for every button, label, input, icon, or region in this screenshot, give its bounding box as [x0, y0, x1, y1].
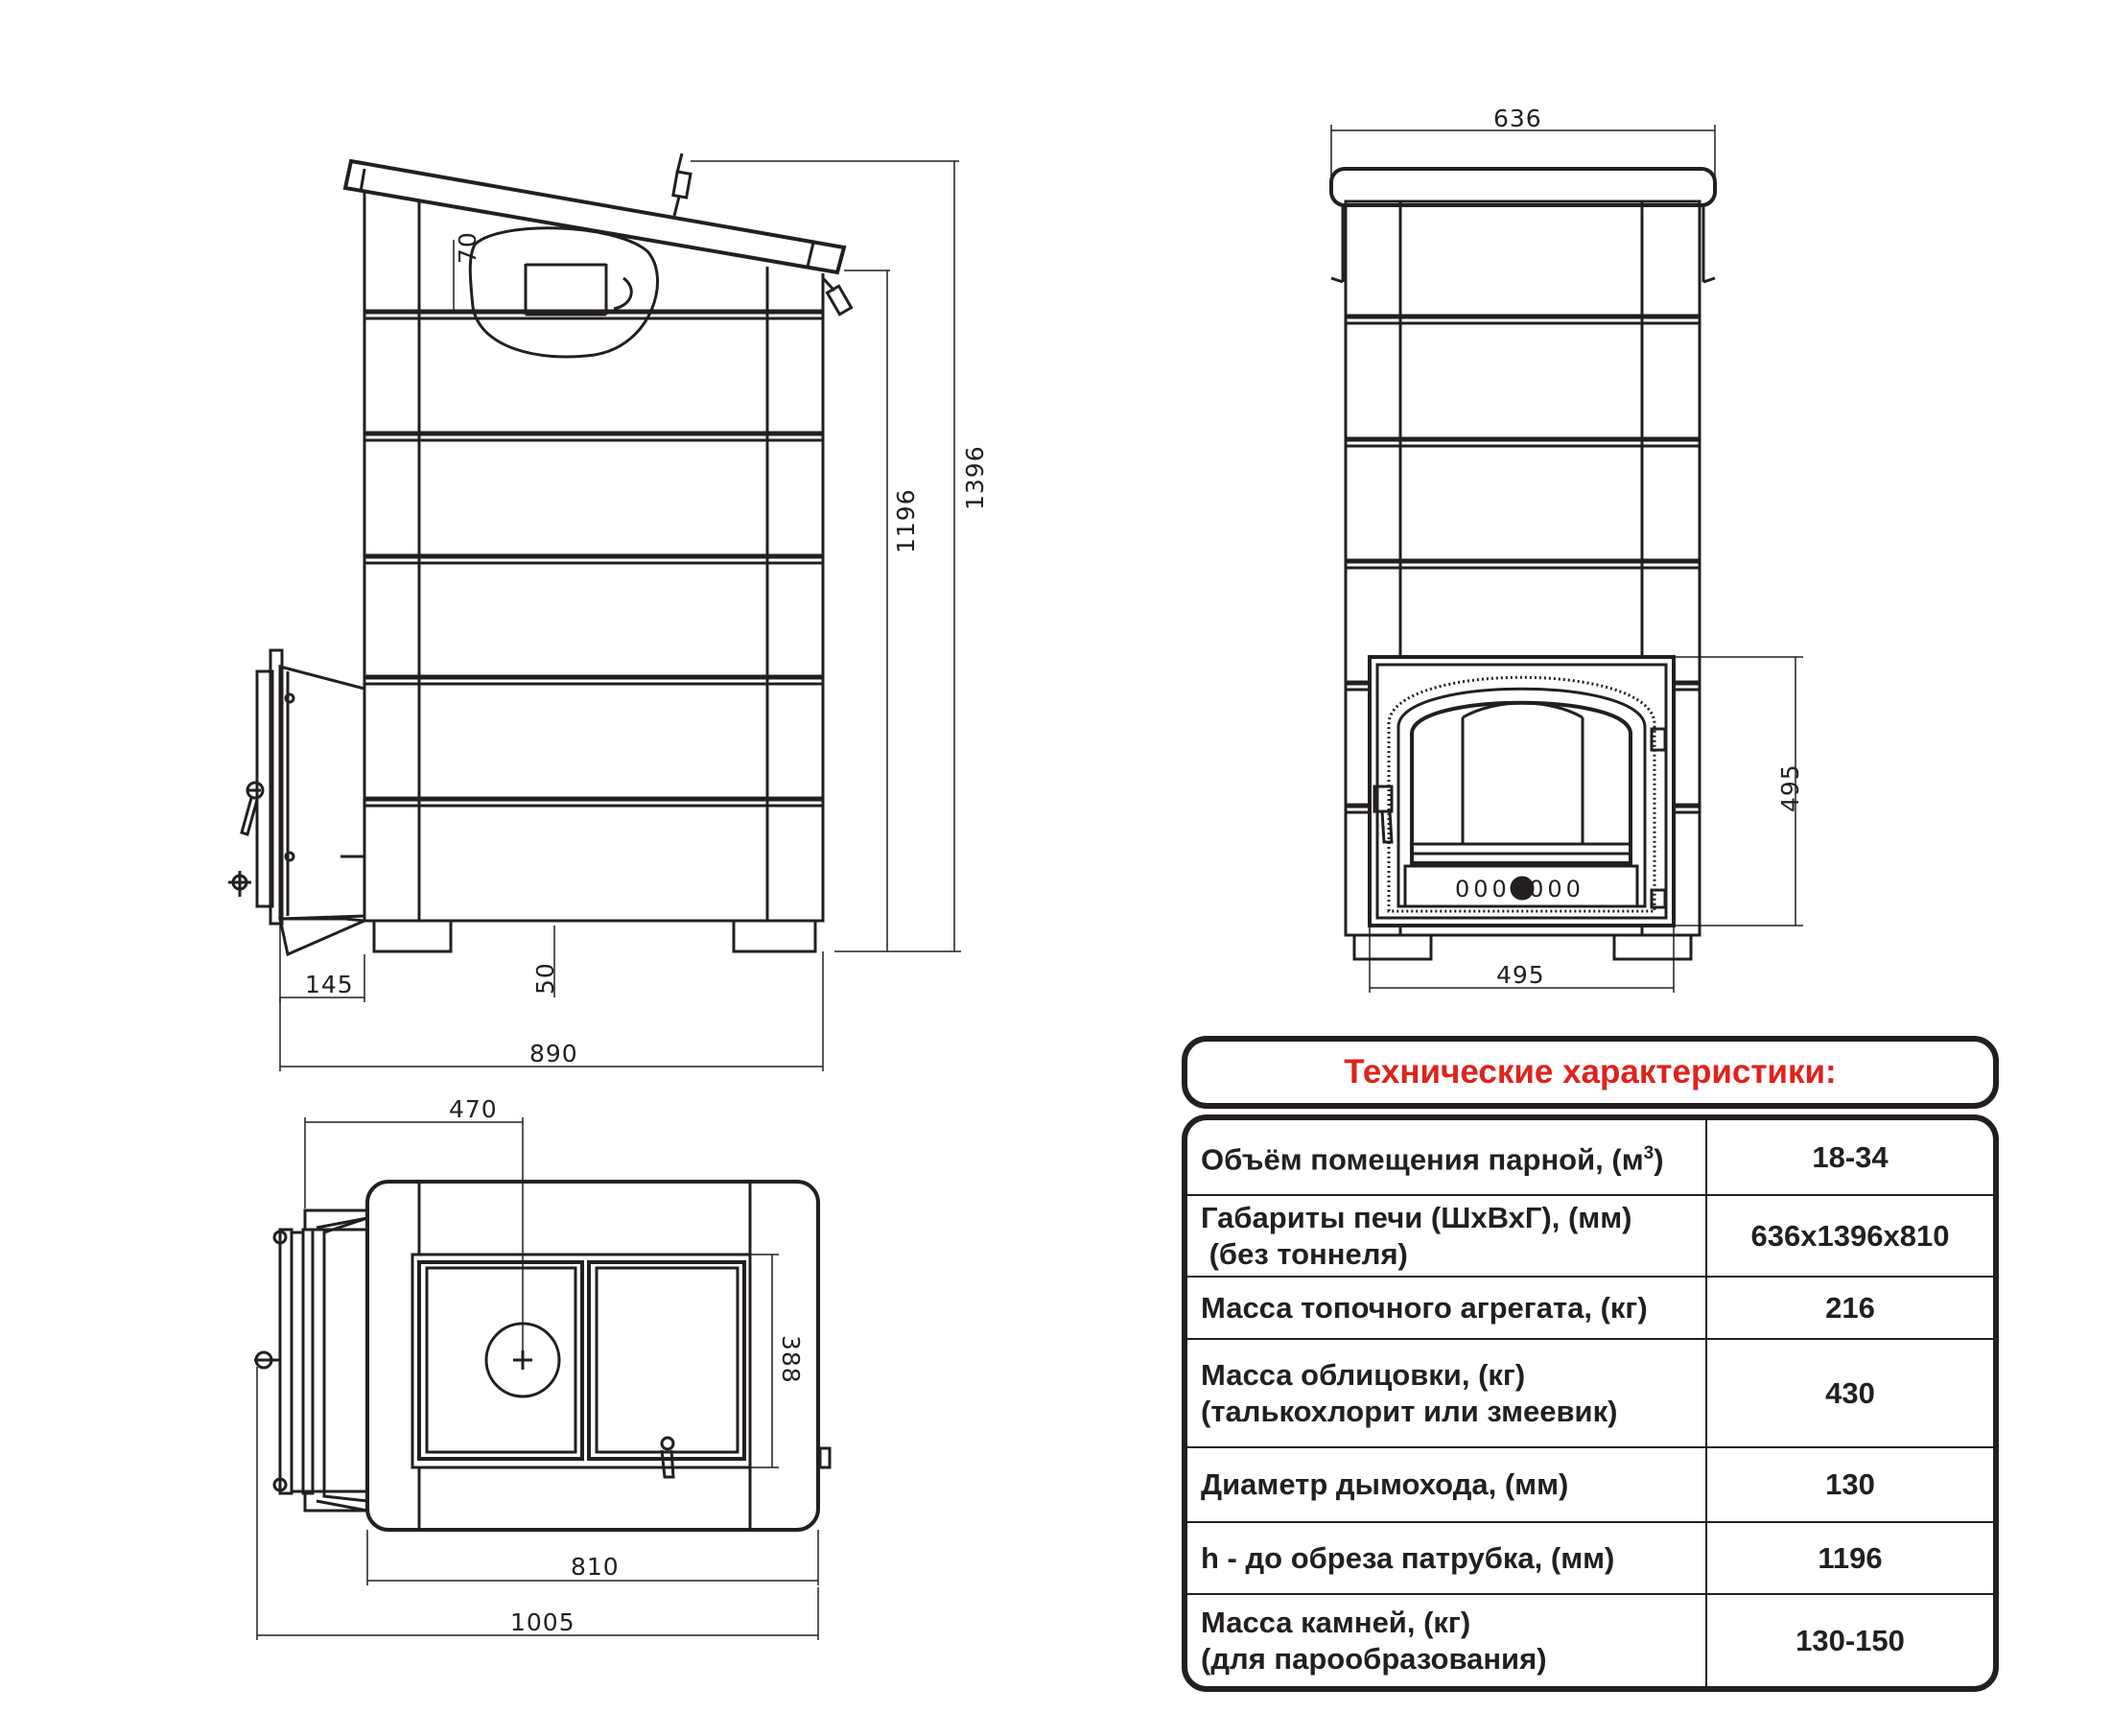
- spec-value: 1196: [1705, 1522, 1993, 1595]
- front-view: [1329, 167, 1717, 961]
- spec-value: 430: [1705, 1339, 1993, 1448]
- dim-636: 636: [1493, 105, 1542, 132]
- spec-label: h - до обреза патрубка, (мм): [1187, 1522, 1706, 1595]
- spec-title-box: Технические характеристики:: [1182, 1036, 1999, 1109]
- spec-label: Масса камней, (кг)(для парообразования): [1201, 1605, 1547, 1676]
- dim-495-vertical: 495: [1776, 763, 1804, 812]
- spec-label: Диаметр дымохода, (мм): [1187, 1447, 1706, 1523]
- dim-890: 890: [529, 1040, 578, 1067]
- fire-door: [1387, 675, 1656, 913]
- side-lid: [342, 158, 847, 275]
- dim-388: 388: [777, 1335, 805, 1384]
- dim-495-horizontal: 495: [1496, 961, 1545, 989]
- front-dimensions: [1330, 125, 1803, 993]
- side-dimensions: [279, 160, 961, 1071]
- side-tunnel: [278, 665, 366, 921]
- spec-label: Габариты печи (ШхВхГ), (мм) (без тоннеля…: [1187, 1195, 1706, 1278]
- top-dimensions: [256, 1117, 819, 1640]
- spec-row-dimensions: Габариты печи (ШхВхГ), (мм) (без тоннеля…: [1187, 1195, 1993, 1278]
- spec-row-firebox-mass: Масса топочного агрегата, (кг) 216: [1187, 1277, 1993, 1340]
- spec-row-pipe-height: h - до обреза патрубка, (мм) 1196: [1187, 1522, 1993, 1595]
- spec-value: 636x1396x810: [1705, 1195, 1993, 1278]
- spec-title: Технические характеристики:: [1344, 1053, 1837, 1091]
- dim-70: 70: [454, 231, 481, 264]
- door-vent-numbers: 0000000: [1455, 876, 1584, 903]
- dim-50: 50: [531, 962, 559, 995]
- top-view: [254, 1180, 832, 1532]
- side-body: [363, 310, 825, 923]
- dim-1396: 1396: [961, 445, 989, 510]
- dim-470: 470: [449, 1095, 498, 1123]
- spec-table: Объём помещения парной, (м3) 18-34 Габар…: [1182, 1114, 1999, 1692]
- dim-1005: 1005: [510, 1608, 575, 1636]
- spec-row-room-volume: Объём помещения парной, (м3) 18-34: [1187, 1120, 1993, 1196]
- spec-value: 130: [1705, 1447, 1993, 1523]
- spec-label: Объём помещения парной, (м3): [1187, 1120, 1706, 1196]
- dim-1196: 1196: [892, 488, 920, 553]
- side-view: [228, 152, 854, 957]
- spec-label: Масса облицовки, (кг)(талькохлорит или з…: [1187, 1339, 1706, 1448]
- spec-row-chimney-diameter: Диаметр дымохода, (мм) 130: [1187, 1447, 1993, 1523]
- spec-label: Масса топочного агрегата, (кг): [1187, 1277, 1706, 1340]
- dim-810: 810: [571, 1553, 620, 1581]
- spec-value: 130-150: [1705, 1594, 1993, 1686]
- spec-value: 18-34: [1705, 1120, 1993, 1196]
- spec-value: 216: [1705, 1277, 1993, 1340]
- dim-145: 145: [305, 971, 354, 998]
- spec-row-stones-mass: Масса камней, (кг)(для парообразования) …: [1187, 1594, 1993, 1686]
- side-door-frame: [269, 648, 284, 926]
- spec-row-cladding-mass: Масса облицовки, (кг)(талькохлорит или з…: [1187, 1339, 1993, 1448]
- stone-opening: [468, 226, 660, 359]
- front-lid: [1329, 167, 1717, 207]
- door-knob: [1510, 876, 1535, 901]
